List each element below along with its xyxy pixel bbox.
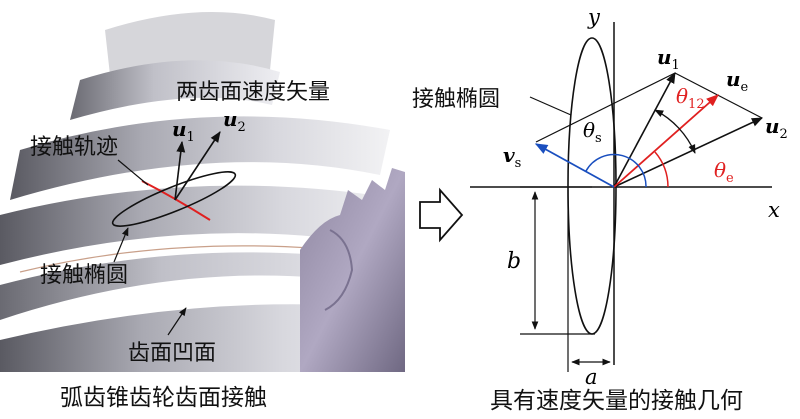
ellipse-leader-right — [529, 96, 572, 116]
right-caption: 具有速度矢量的接触几何 — [490, 388, 743, 414]
gear-illustration — [0, 12, 405, 372]
concave-surface-label: 齿面凹面 — [128, 341, 216, 366]
contact-ellipse-label-right: 接触椭圆 — [412, 87, 500, 112]
x-axis-label: x — [768, 198, 780, 222]
y-axis-label: y — [587, 5, 601, 29]
transition-arrow — [419, 187, 464, 243]
theta-s-label: θs — [583, 118, 602, 146]
concave-leader — [167, 307, 187, 336]
contact-annotation — [111, 131, 237, 336]
u1-vector-right — [613, 72, 676, 188]
ellipse-leader — [113, 227, 129, 263]
contact-ellipse-label-left: 接触椭圆 — [40, 263, 128, 288]
u2-vector-right — [613, 117, 764, 188]
contact-ellipse-right — [567, 37, 617, 335]
u2-vector-left — [174, 131, 221, 201]
ue-label: ue — [726, 67, 749, 95]
trace-leader — [117, 159, 149, 186]
theta-e-arc — [654, 151, 669, 188]
a-dimension-label: a — [585, 365, 598, 389]
u1-vector-left — [174, 140, 186, 201]
vs-vector — [534, 143, 615, 188]
u1-label-left: u1 — [172, 117, 195, 145]
theta-12-arc — [654, 109, 696, 154]
vs-label: vs — [503, 143, 521, 171]
contact-trace-label: 接触轨迹 — [30, 135, 118, 160]
left-caption: 弧齿锥齿轮齿面接触 — [60, 385, 267, 411]
theta-e-label: θe — [714, 158, 734, 186]
vs-construction-top — [535, 72, 676, 143]
contact-geometry-diagram — [470, 22, 772, 372]
u2-label-right: u2 — [765, 114, 788, 142]
theta-s-arc — [585, 153, 647, 188]
contact-ellipse-left — [111, 171, 237, 227]
u1-label-right: u1 — [657, 45, 680, 73]
velocity-vectors-label: 两齿面速度矢量 — [176, 80, 330, 105]
theta-12-label: θ12 — [676, 84, 705, 112]
u2-label-left: u2 — [223, 107, 246, 135]
b-dimension-label: b — [507, 249, 521, 274]
